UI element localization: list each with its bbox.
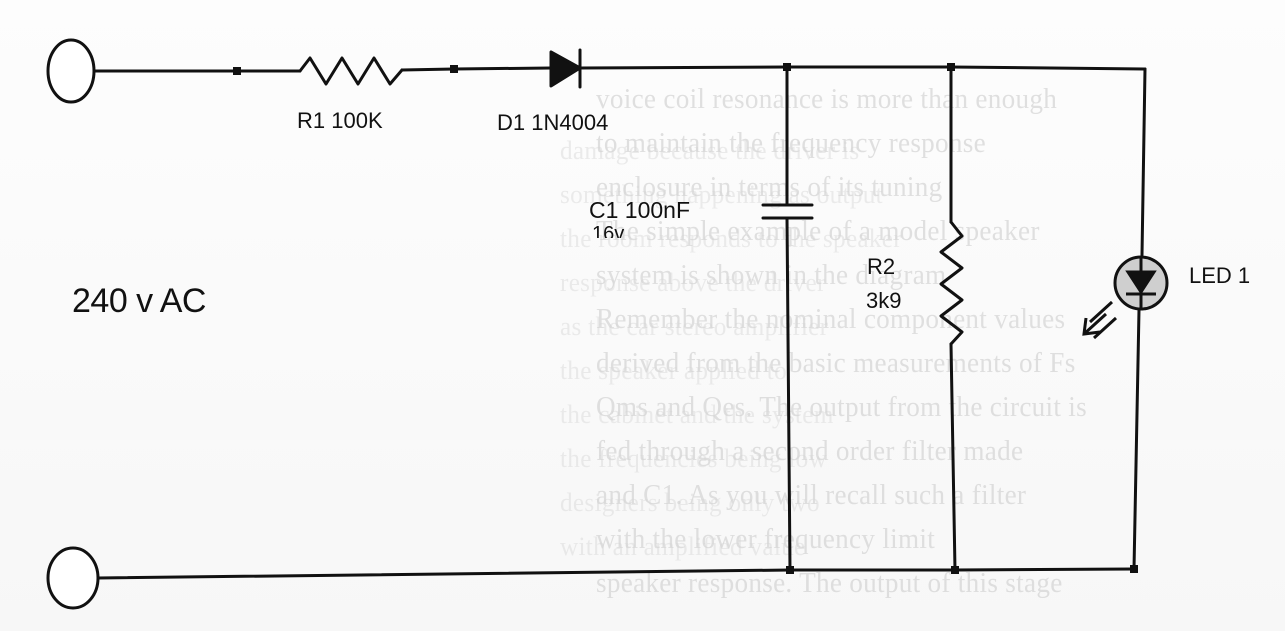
background-text-line: the frequencies being low	[560, 444, 828, 473]
top-rail-wire	[92, 65, 1147, 73]
junction-dots	[233, 63, 1138, 574]
junction-dot	[1130, 565, 1138, 573]
c1-label: C1 100nF	[589, 197, 691, 223]
background-text-line: The simple example of a model speaker	[596, 216, 1040, 247]
junction-dot	[951, 566, 959, 574]
input-terminal-bottom	[46, 546, 100, 610]
background-text-line: response above the driver	[560, 268, 826, 297]
background-text-line: something happening as output	[560, 180, 883, 209]
c1-rating-label: 16v	[592, 224, 625, 238]
resistor-r2	[939, 65, 964, 572]
background-text-line: with the lower frequency limit	[596, 524, 936, 555]
background-text-line: to maintain the frequency response	[596, 128, 987, 159]
capacitor-c1	[761, 65, 814, 572]
d1-label: D1 1N4004	[497, 110, 609, 135]
led-branch-wire	[1132, 67, 1147, 571]
background-text-line: designers being only two	[560, 488, 820, 517]
junction-dot	[786, 566, 794, 574]
background-text-line: voice coil resonance is more than enough	[596, 84, 1058, 115]
background-text-line: damage because the driver is	[560, 136, 860, 165]
background-text-line: derived from the basic measurements of F…	[596, 348, 1076, 379]
junction-dot	[233, 67, 241, 75]
background-text-line: Qms and Qes. The output from the circuit…	[596, 392, 1088, 423]
led-emission-arrows-icon	[1082, 300, 1118, 340]
background-text-line: Remember the nominal component values	[596, 304, 1066, 335]
junction-dot	[450, 65, 458, 73]
led-label: LED 1	[1189, 263, 1251, 288]
r2-value-label: 3k9	[866, 288, 902, 313]
source-voltage-label: 240 v AC	[72, 282, 206, 320]
resistor-r1	[298, 56, 404, 86]
r2-name-label: R2	[867, 254, 896, 279]
junction-dot	[947, 63, 955, 71]
background-text-line: enclosure in terms of its tuning	[596, 172, 943, 203]
diode-d1	[549, 48, 582, 89]
led-1	[1113, 255, 1169, 311]
input-terminal-top	[46, 38, 96, 104]
r1-label: R1 100K	[297, 108, 383, 133]
background-text-line: as the car stereo amplifier	[560, 312, 829, 341]
background-text-line: system is shown in the diagram	[596, 260, 947, 291]
bottom-rail-wire	[96, 567, 1136, 580]
background-text-line: speaker response. The output of this sta…	[596, 568, 1063, 599]
junction-dot	[783, 63, 791, 71]
background-text-line: the room responds to the speaker	[560, 224, 903, 253]
background-text-line: the speaker applied to	[560, 356, 787, 385]
background-text-line: with an amplified value	[560, 532, 806, 561]
